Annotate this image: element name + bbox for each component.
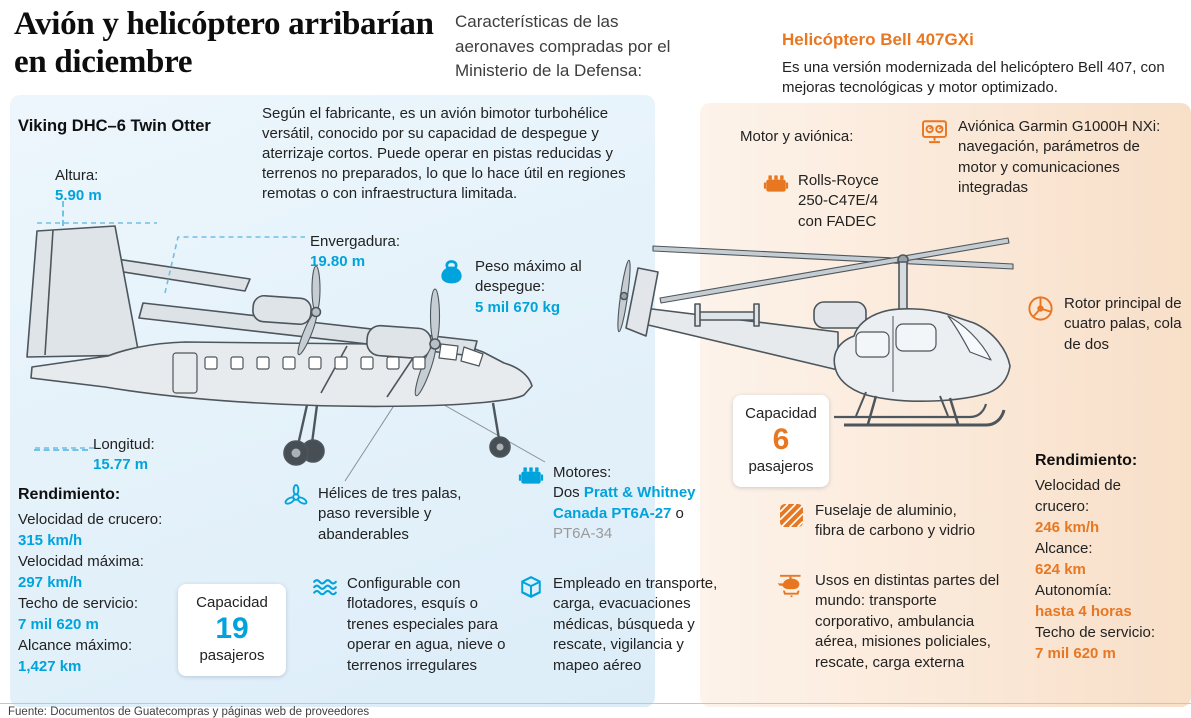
longitud-label: Longitud:: [93, 436, 155, 453]
avionics-display-icon: [920, 117, 949, 146]
plane-uses-item: Empleado en transporte, carga, evacuacio…: [518, 574, 723, 676]
plane-weight-item: Peso máximo al despegue: 5 mil 670 kg: [437, 257, 597, 318]
envergadura-measure: Envergadura: 19.80 m: [310, 232, 400, 272]
perf-label: Alcance máximo:: [18, 637, 133, 654]
altura-label: Altura:: [55, 167, 99, 184]
plane-propellers-item: Hélices de tres palas, paso reversible y…: [283, 484, 490, 545]
plane-capacity-card: Capacidad 19 pasajeros: [178, 584, 286, 676]
perf-value: 297 km/h: [18, 574, 83, 591]
plane-description: Según el fabricante, es un avión bimotor…: [262, 105, 626, 203]
capacity-unit: pasajeros: [199, 647, 265, 664]
twin-otter-illustration: [26, 222, 546, 482]
plane-capacity-number: 19: [215, 612, 249, 645]
plane-floats-item: Configurable con flotadores, esquís o tr…: [312, 574, 519, 676]
heli-avionics-item: Aviónica Garmin G1000H NXi: navegación, …: [920, 117, 1180, 199]
motores-conjunction: o: [671, 504, 684, 522]
heli-performance-title: Rendimiento:: [1035, 452, 1138, 469]
altura-measure: Altura: 5.90 m: [55, 166, 102, 206]
perf-label: Techo de servicio:: [1035, 624, 1156, 641]
plane-floats-text: Configurable con flotadores, esquís o tr…: [347, 575, 506, 674]
perf-value: 7 mil 620 m: [1035, 645, 1116, 662]
motor-avionica-label: Motor y aviónica:: [740, 128, 854, 145]
heli-uses-item: Usos en distintas partes del mundo: tran…: [777, 571, 1005, 673]
perf-value: 1,427 km: [18, 658, 82, 675]
envergadura-value: 19.80 m: [310, 252, 366, 270]
plane-uses-text: Empleado en transporte, carga, evacuacio…: [553, 575, 718, 674]
perf-value: 7 mil 620 m: [18, 616, 99, 633]
longitud-value: 15.77 m: [93, 455, 149, 473]
heli-avionics-text: Aviónica Garmin G1000H NXi: navegación, …: [958, 118, 1161, 197]
heli-rotor-text: Rotor principal de cuatro palas, cola de…: [1064, 295, 1182, 353]
plane-performance: Rendimiento: Velocidad de crucero: 315 k…: [18, 486, 193, 677]
heli-capacity-card: Capacidad 6 pasajeros: [733, 395, 829, 487]
plane-engines-item: Motores: Dos Pratt & Whitney Canada PT6A…: [518, 463, 705, 545]
motores-models: Dos Pratt & Whitney Canada PT6A-27 o PT6…: [553, 483, 705, 544]
source-text: Fuente: Documentos de Guatecompras y pág…: [8, 706, 370, 718]
propeller-icon: [283, 484, 309, 510]
weave-icon: [777, 501, 806, 530]
weight-icon: [437, 257, 466, 286]
perf-value: 315 km/h: [18, 532, 83, 549]
peso-value: 5 mil 670 kg: [475, 298, 561, 316]
page-title: Avión y helicóptero arribarían en diciem…: [14, 6, 434, 80]
perf-label: Autonomía:: [1035, 582, 1112, 599]
helicopter-icon: [777, 571, 806, 600]
heli-fuselage-text: Fuselaje de aluminio, fibra de carbono y…: [815, 502, 976, 540]
helicopter-name: Helicóptero Bell 407GXi: [782, 30, 974, 49]
plane-engines-text: Motores: Dos Pratt & Whitney Canada PT6A…: [553, 463, 705, 545]
motores-alt-model: PT6A-34: [553, 525, 613, 543]
heli-performance: Rendimiento: Velocidad de crucero: 246 k…: [1035, 452, 1177, 664]
plane-weight-text: Peso máximo al despegue: 5 mil 670 kg: [475, 257, 597, 318]
perf-label: Velocidad de crucero:: [1035, 477, 1121, 515]
perf-label: Velocidad de crucero:: [18, 511, 163, 528]
heli-engine-item: Rolls-Royce 250-C47E/4 con FADEC: [763, 171, 906, 232]
altura-value: 5.90 m: [55, 186, 102, 204]
page-subtitle: Características de las aeronaves comprad…: [455, 12, 671, 81]
longitud-leader-line: [34, 449, 88, 451]
perf-label: Techo de servicio:: [18, 595, 139, 612]
peso-label: Peso máximo al despegue:: [475, 258, 582, 296]
perf-label: Alcance:: [1035, 540, 1093, 557]
envergadura-label: Envergadura:: [310, 233, 401, 250]
heli-fuselage-item: Fuselaje de aluminio, fibra de carbono y…: [777, 501, 987, 542]
helicopter-description: Es una versión modernizada del helicópte…: [782, 59, 1165, 96]
perf-value: hasta 4 horas: [1035, 603, 1132, 620]
rotor-icon: [1026, 294, 1055, 323]
motores-label: Motores:: [553, 464, 612, 481]
capacity-label: Capacidad: [745, 405, 817, 422]
heli-capacity-number: 6: [772, 423, 790, 456]
heli-rotor-item: Rotor principal de cuatro palas, cola de…: [1026, 294, 1184, 355]
bell-407-illustration: [617, 237, 1014, 427]
heli-uses-text: Usos en distintas partes del mundo: tran…: [815, 572, 1000, 671]
perf-label: Velocidad máxima:: [18, 553, 144, 570]
engine-icon: [763, 171, 789, 197]
plane-propellers-text: Hélices de tres palas, paso reversible y…: [318, 485, 462, 543]
heli-engine-text: Rolls-Royce 250-C47E/4 con FADEC: [798, 172, 879, 230]
longitud-measure: Longitud: 15.77 m: [93, 435, 155, 475]
footer-divider: [0, 703, 1191, 704]
capacity-label: Capacidad: [196, 594, 268, 611]
altura-leader-line: [62, 201, 64, 226]
plane-performance-title: Rendimiento:: [18, 486, 121, 503]
motores-prefix: Dos: [553, 484, 584, 502]
perf-value: 624 km: [1035, 561, 1086, 578]
perf-value: 246 km/h: [1035, 519, 1100, 536]
capacity-unit: pasajeros: [748, 458, 814, 475]
plane-name: Viking DHC–6 Twin Otter: [18, 117, 211, 135]
engine-icon: [518, 463, 544, 489]
waves-icon: [312, 574, 338, 600]
package-icon: [518, 574, 544, 600]
motores-model: Pratt & Whitney Canada PT6A-27: [553, 484, 696, 522]
